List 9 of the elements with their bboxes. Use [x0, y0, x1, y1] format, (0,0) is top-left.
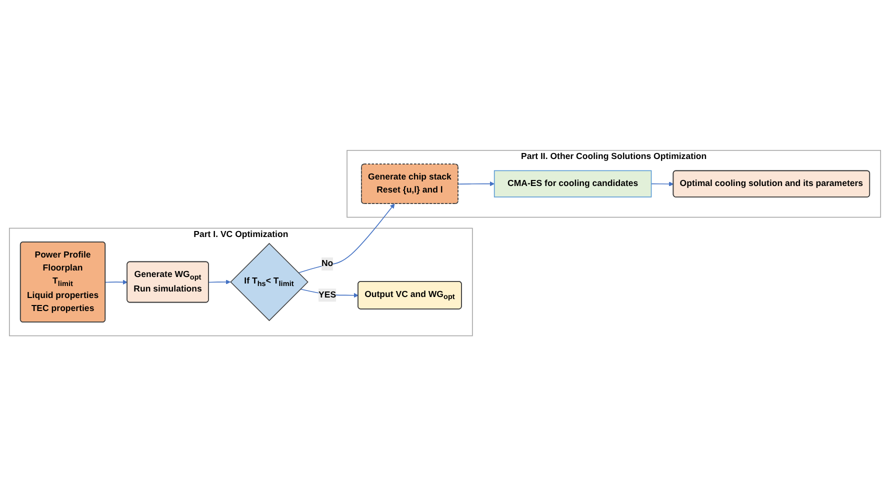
- arrow: [105, 280, 128, 285]
- arrow: [208, 280, 231, 285]
- edge-label: YES: [318, 290, 336, 300]
- arrow: [650, 182, 674, 187]
- node-box: CMA-ES for cooling candidates: [494, 170, 652, 198]
- edge-label: No: [321, 259, 334, 269]
- arrow: [458, 182, 495, 187]
- arrow: [298, 204, 395, 274]
- node-diamond: If T$_{hs}$< T$_{limit}$: [230, 243, 308, 322]
